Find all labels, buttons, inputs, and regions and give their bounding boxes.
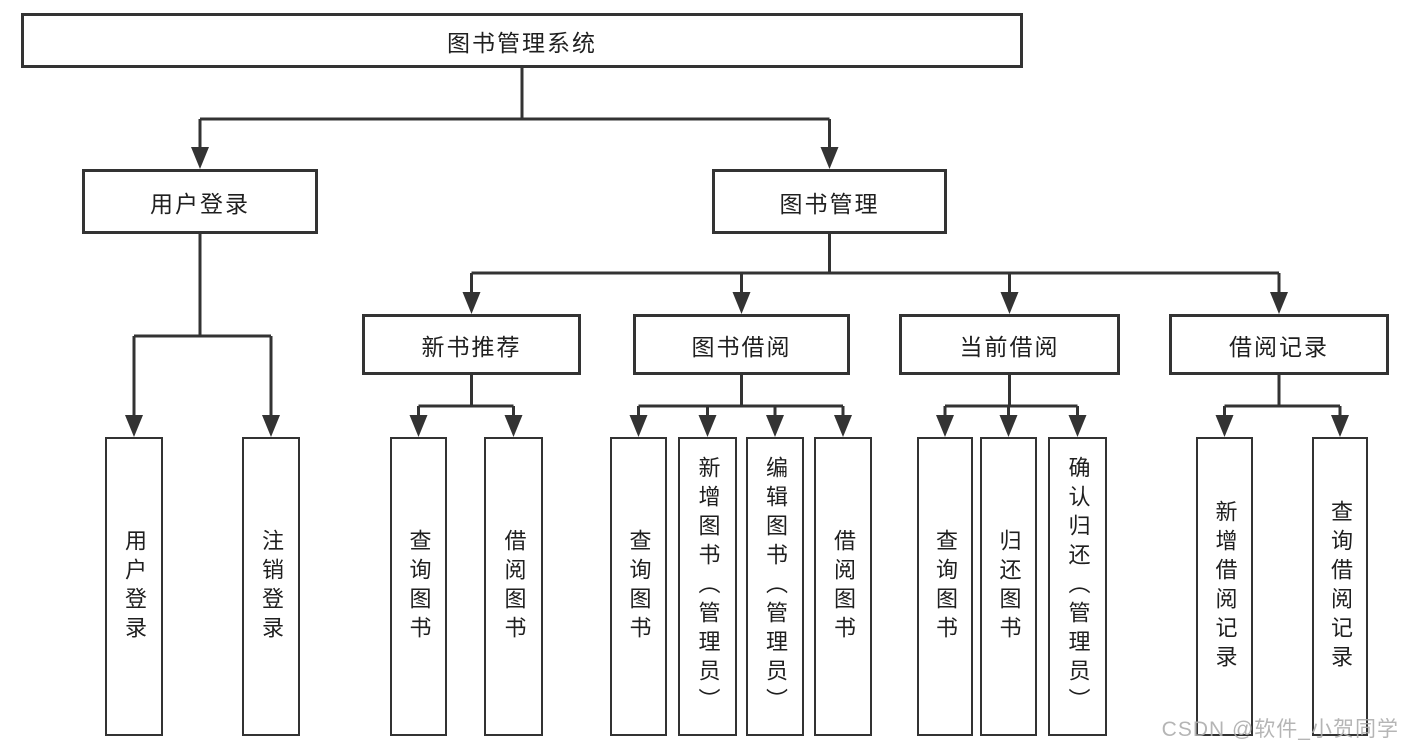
leaf-bb-add-books-admin: 新增图书（管理员） — [678, 437, 737, 736]
leaf-bb-query-books: 查询图书 — [610, 437, 667, 736]
leaf-br-query-record: 查询借阅记录 — [1312, 437, 1368, 736]
leaf-cb-confirm-return-admin: 确认归还（管理员） — [1048, 437, 1107, 736]
root-node: 图书管理系统 — [21, 13, 1023, 68]
group-new-book-recommend: 新书推荐 — [362, 314, 581, 375]
leaf-cb-return-books: 归还图书 — [980, 437, 1037, 736]
branch-book-management: 图书管理 — [712, 169, 947, 234]
branch-user-login: 用户登录 — [82, 169, 318, 234]
leaf-nbr-query-books: 查询图书 — [390, 437, 447, 736]
group-book-borrowing: 图书借阅 — [633, 314, 850, 375]
group-current-borrowing: 当前借阅 — [899, 314, 1120, 375]
group-borrow-records: 借阅记录 — [1169, 314, 1389, 375]
csdn-watermark: CSDN @软件_小贺同学 — [1161, 718, 1399, 741]
leaf-cb-query-books: 查询图书 — [917, 437, 973, 736]
leaf-br-add-record: 新增借阅记录 — [1196, 437, 1253, 736]
leaf-bb-edit-books-admin: 编辑图书（管理员） — [746, 437, 804, 736]
leaf-user-login: 用户登录 — [105, 437, 163, 736]
leaf-logout: 注销登录 — [242, 437, 300, 736]
leaf-bb-borrow-books: 借阅图书 — [814, 437, 872, 736]
leaf-nbr-borrow-books: 借阅图书 — [484, 437, 543, 736]
